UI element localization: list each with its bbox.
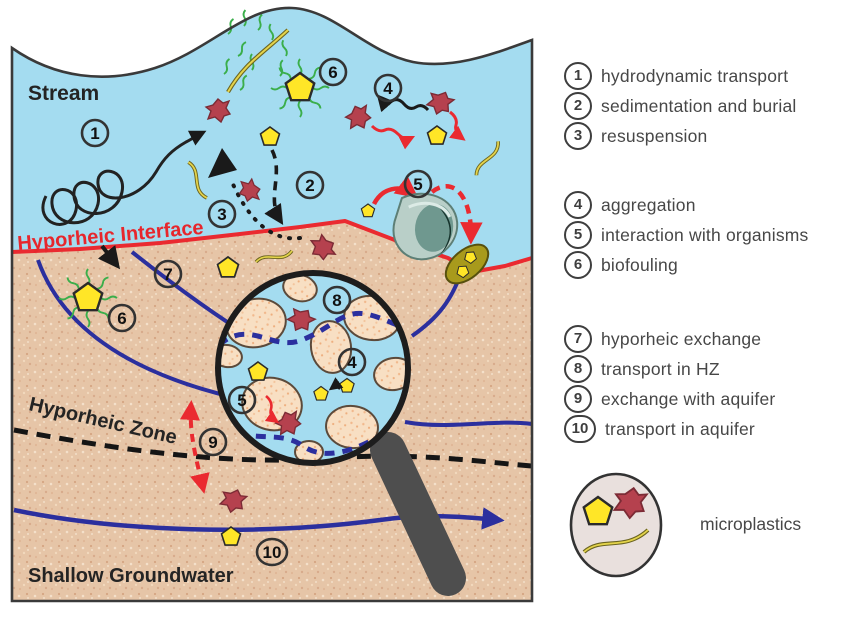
marker-4-lens: 4 [337, 347, 367, 377]
microplastics-key-icon [569, 472, 663, 578]
legend-item: 7 hyporheic exchange [564, 324, 775, 354]
microplastics-key: microplastics [564, 468, 864, 588]
legend-item: 8 transport in HZ [564, 354, 775, 384]
legend-item-label: sedimentation and burial [601, 95, 797, 116]
egesta-icon [444, 243, 490, 285]
legend-group-water-column: 4 aggregation 5 interaction with organis… [564, 190, 809, 280]
marker-10: 10 [255, 537, 289, 567]
svg-text:1: 1 [90, 124, 99, 143]
svg-text:9: 9 [208, 433, 217, 452]
aggregation-arrow-red [370, 124, 416, 150]
svg-text:10: 10 [263, 543, 282, 562]
svg-text:4: 4 [347, 353, 357, 372]
marker-5-lens: 5 [227, 385, 257, 415]
legend: 1 hydrodynamic transport 2 sedimentation… [552, 0, 864, 622]
legend-number-badge: 3 [564, 122, 592, 150]
groundwater-flow-line [13, 507, 505, 532]
svg-text:7: 7 [163, 265, 172, 284]
legend-item: 6 biofouling [564, 250, 809, 280]
legend-item-label: resuspension [601, 125, 708, 146]
svg-text:4: 4 [383, 79, 393, 98]
stream-label: Stream [28, 82, 99, 105]
legend-number-badge: 8 [564, 355, 592, 383]
marker-6: 6 [318, 57, 348, 87]
aggregation-arrow-small [328, 377, 344, 391]
microplastic-fiber-icon [582, 528, 650, 554]
marker-8: 8 [322, 285, 352, 315]
hydrodynamic-arrow [41, 130, 207, 226]
aggregation-arrow-red2 [449, 110, 466, 141]
panel-border [10, 6, 534, 603]
marker-5: 5 [403, 169, 433, 199]
legend-number-badge: 10 [564, 415, 596, 443]
legend-item-label: hyporheic exchange [601, 328, 762, 349]
marker-7: 7 [153, 259, 183, 289]
legend-group-stream: 1 hydrodynamic transport 2 sedimentation… [564, 61, 796, 151]
legend-item: 9 exchange with aquifer [564, 384, 775, 414]
svg-text:2: 2 [305, 176, 314, 195]
interaction-arrow-small [264, 395, 280, 424]
svg-text:6: 6 [328, 63, 337, 82]
legend-number-badge: 2 [564, 92, 592, 120]
marker-2: 2 [295, 170, 325, 200]
hyporheic-diagram: 8 4 5 [10, 6, 534, 603]
svg-text:3: 3 [217, 205, 226, 224]
pore-water-flow-dashed [218, 310, 408, 456]
legend-item: 1 hydrodynamic transport [564, 61, 796, 91]
ingestion-arrow [371, 175, 419, 206]
resuspension-arrowhead [208, 148, 237, 178]
svg-text:6: 6 [117, 309, 126, 328]
magnifier: 8 4 5 [215, 270, 466, 596]
legend-item-label: aggregation [601, 194, 696, 215]
algae-fiber-icon [221, 8, 290, 94]
legend-item-label: exchange with aquifer [601, 388, 776, 409]
mussel-icon [392, 192, 459, 261]
legend-item-label: biofouling [601, 254, 678, 275]
legend-group-subsurface: 7 hyporheic exchange 8 transport in HZ 9… [564, 324, 775, 444]
svg-text:5: 5 [413, 175, 422, 194]
legend-item: 10 transport in aquifer [564, 414, 775, 444]
svg-text:8: 8 [332, 291, 341, 310]
magnifier-handle [370, 432, 466, 596]
legend-item-label: transport in aquifer [605, 418, 755, 439]
legend-item: 2 sedimentation and burial [564, 91, 796, 121]
legend-number-badge: 9 [564, 385, 592, 413]
legend-item: 4 aggregation [564, 190, 809, 220]
legend-item-label: hydrodynamic transport [601, 65, 789, 86]
legend-number-badge: 6 [564, 251, 592, 279]
magnifier-ring [215, 270, 411, 466]
resuspension-arrow [230, 180, 302, 241]
aggregation-arrow-black [376, 94, 430, 113]
marker-9: 9 [198, 427, 228, 457]
aquifer-exchange-arrow [180, 400, 210, 494]
downwelling-arrow [97, 244, 121, 270]
legend-number-badge: 4 [564, 191, 592, 219]
legend-number-badge: 5 [564, 221, 592, 249]
marker-1: 1 [80, 118, 110, 148]
marker-6b: 6 [107, 303, 137, 333]
legend-item: 5 interaction with organisms [564, 220, 809, 250]
legend-item: 3 resuspension [564, 121, 796, 151]
shallow-groundwater-label: Shallow Groundwater [28, 565, 234, 587]
svg-text:5: 5 [237, 391, 246, 410]
microplastics-label: microplastics [700, 514, 802, 534]
marker-3: 3 [207, 199, 237, 229]
legend-item-label: interaction with organisms [601, 224, 809, 245]
legend-item-label: transport in HZ [601, 358, 720, 379]
egestion-arrow [430, 184, 483, 245]
marker-4: 4 [373, 73, 403, 103]
sedimentation-arrow [264, 149, 284, 226]
legend-number-badge: 7 [564, 325, 592, 353]
legend-number-badge: 1 [564, 62, 592, 90]
